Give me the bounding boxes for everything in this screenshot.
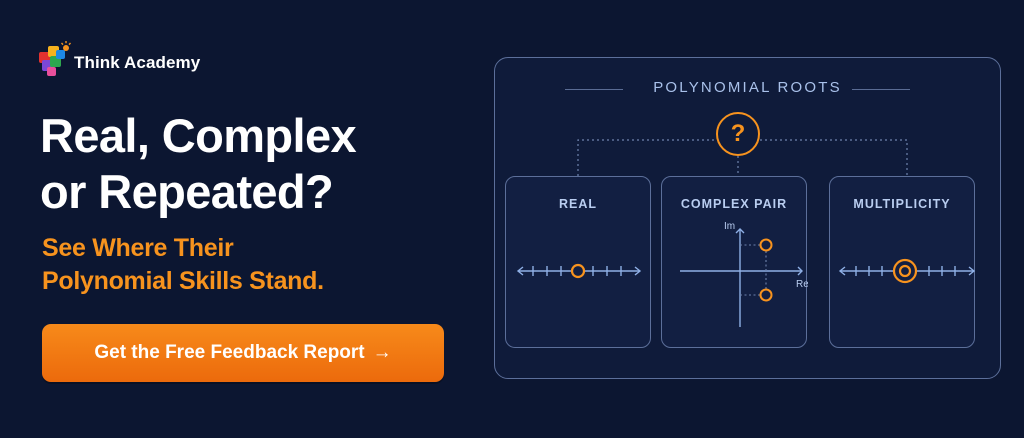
brand-logo[interactable]: Think Academy	[38, 40, 200, 80]
title-rule-right	[852, 89, 910, 90]
subheadline: See Where Their Polynomial Skills Stand.	[42, 232, 482, 298]
arrow-right-icon: →	[372, 342, 392, 363]
subheadline-line-2: Polynomial Skills Stand.	[42, 267, 324, 295]
complex-root-upper-marker	[759, 238, 773, 252]
card-title-multiplicity: MULTIPLICITY	[853, 197, 951, 211]
think-academy-logo-icon	[39, 41, 72, 76]
axis-label-re: Re	[796, 279, 808, 290]
headline: Real, Complex or Repeated?	[40, 108, 480, 220]
card-real-roots: REAL	[505, 176, 651, 348]
card-multiplicity: MULTIPLICITY	[829, 176, 976, 348]
question-mark-icon: ?	[716, 112, 760, 156]
free-feedback-report-button[interactable]: Get the Free Feedback Report →	[42, 324, 444, 382]
multiplicity-number-line-graphic	[838, 258, 976, 284]
axis-label-im: Im	[724, 221, 735, 232]
real-number-line-graphic	[516, 263, 642, 279]
repeated-root-outer-marker	[892, 258, 918, 284]
brand-name: Think Academy	[74, 53, 201, 72]
panel-title: POLYNOMIAL ROOTS	[653, 79, 842, 96]
cta-label: Get the Free Feedback Report	[94, 342, 365, 363]
card-title-real: REAL	[558, 197, 598, 211]
card-title-complex: COMPLEX PAIR	[680, 197, 788, 211]
card-complex-pair: COMPLEX PAIR Im Re	[661, 176, 808, 348]
complex-plane-graphic: Im Re	[680, 221, 808, 327]
complex-root-lower-marker	[759, 288, 773, 302]
real-root-marker	[570, 263, 586, 279]
subheadline-line-1: See Where Their	[42, 234, 234, 262]
repeated-root-inner-marker	[898, 264, 912, 278]
headline-line-2: or Repeated?	[40, 165, 334, 218]
headline-line-1: Real, Complex	[40, 109, 357, 162]
title-rule-left	[565, 89, 623, 90]
